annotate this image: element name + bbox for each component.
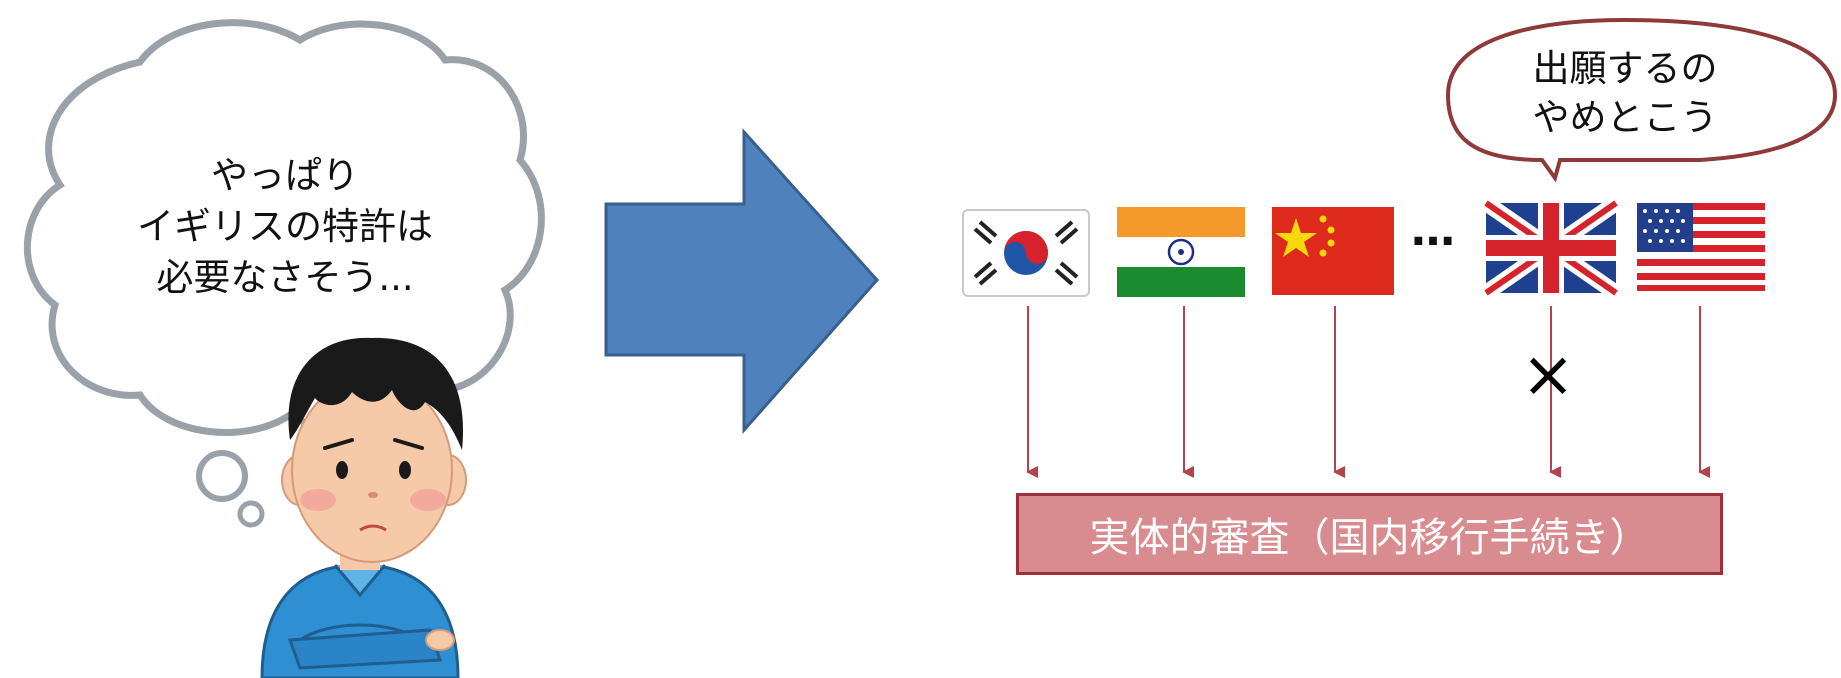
thought-dot-small [237, 500, 265, 528]
speech-text: 出願するの やめとこう [1470, 44, 1780, 142]
thought-line-1: やっぱり [211, 154, 359, 197]
uk-flag-icon [1481, 196, 1621, 300]
thought-line-2: イギリスの特許は [137, 205, 433, 248]
speech-line-1: 出願するの [1532, 47, 1718, 90]
thought-line-3: 必要なさそう... [156, 256, 414, 299]
blocked-cross-icon: × [1521, 338, 1575, 412]
south-korea-flag-icon [962, 209, 1090, 297]
substantive-examination-box: 実体的審査（国内移行手続き） [1016, 493, 1723, 575]
big-right-arrow [604, 128, 880, 434]
speech-bubble [1445, 17, 1838, 183]
thought-text: やっぱり イギリスの特許は 必要なさそう... [60, 150, 510, 303]
thought-dot-large [196, 450, 248, 502]
flags-ellipsis: … [1411, 205, 1457, 256]
speech-line-2: やめとこう [1532, 96, 1718, 139]
worried-person-illustration [260, 337, 467, 678]
india-flag-icon [1117, 207, 1245, 297]
china-flag-icon [1272, 207, 1394, 295]
usa-flag-icon [1637, 203, 1765, 291]
exam-box-label: 実体的審査（国内移行手続き） [1089, 515, 1650, 561]
